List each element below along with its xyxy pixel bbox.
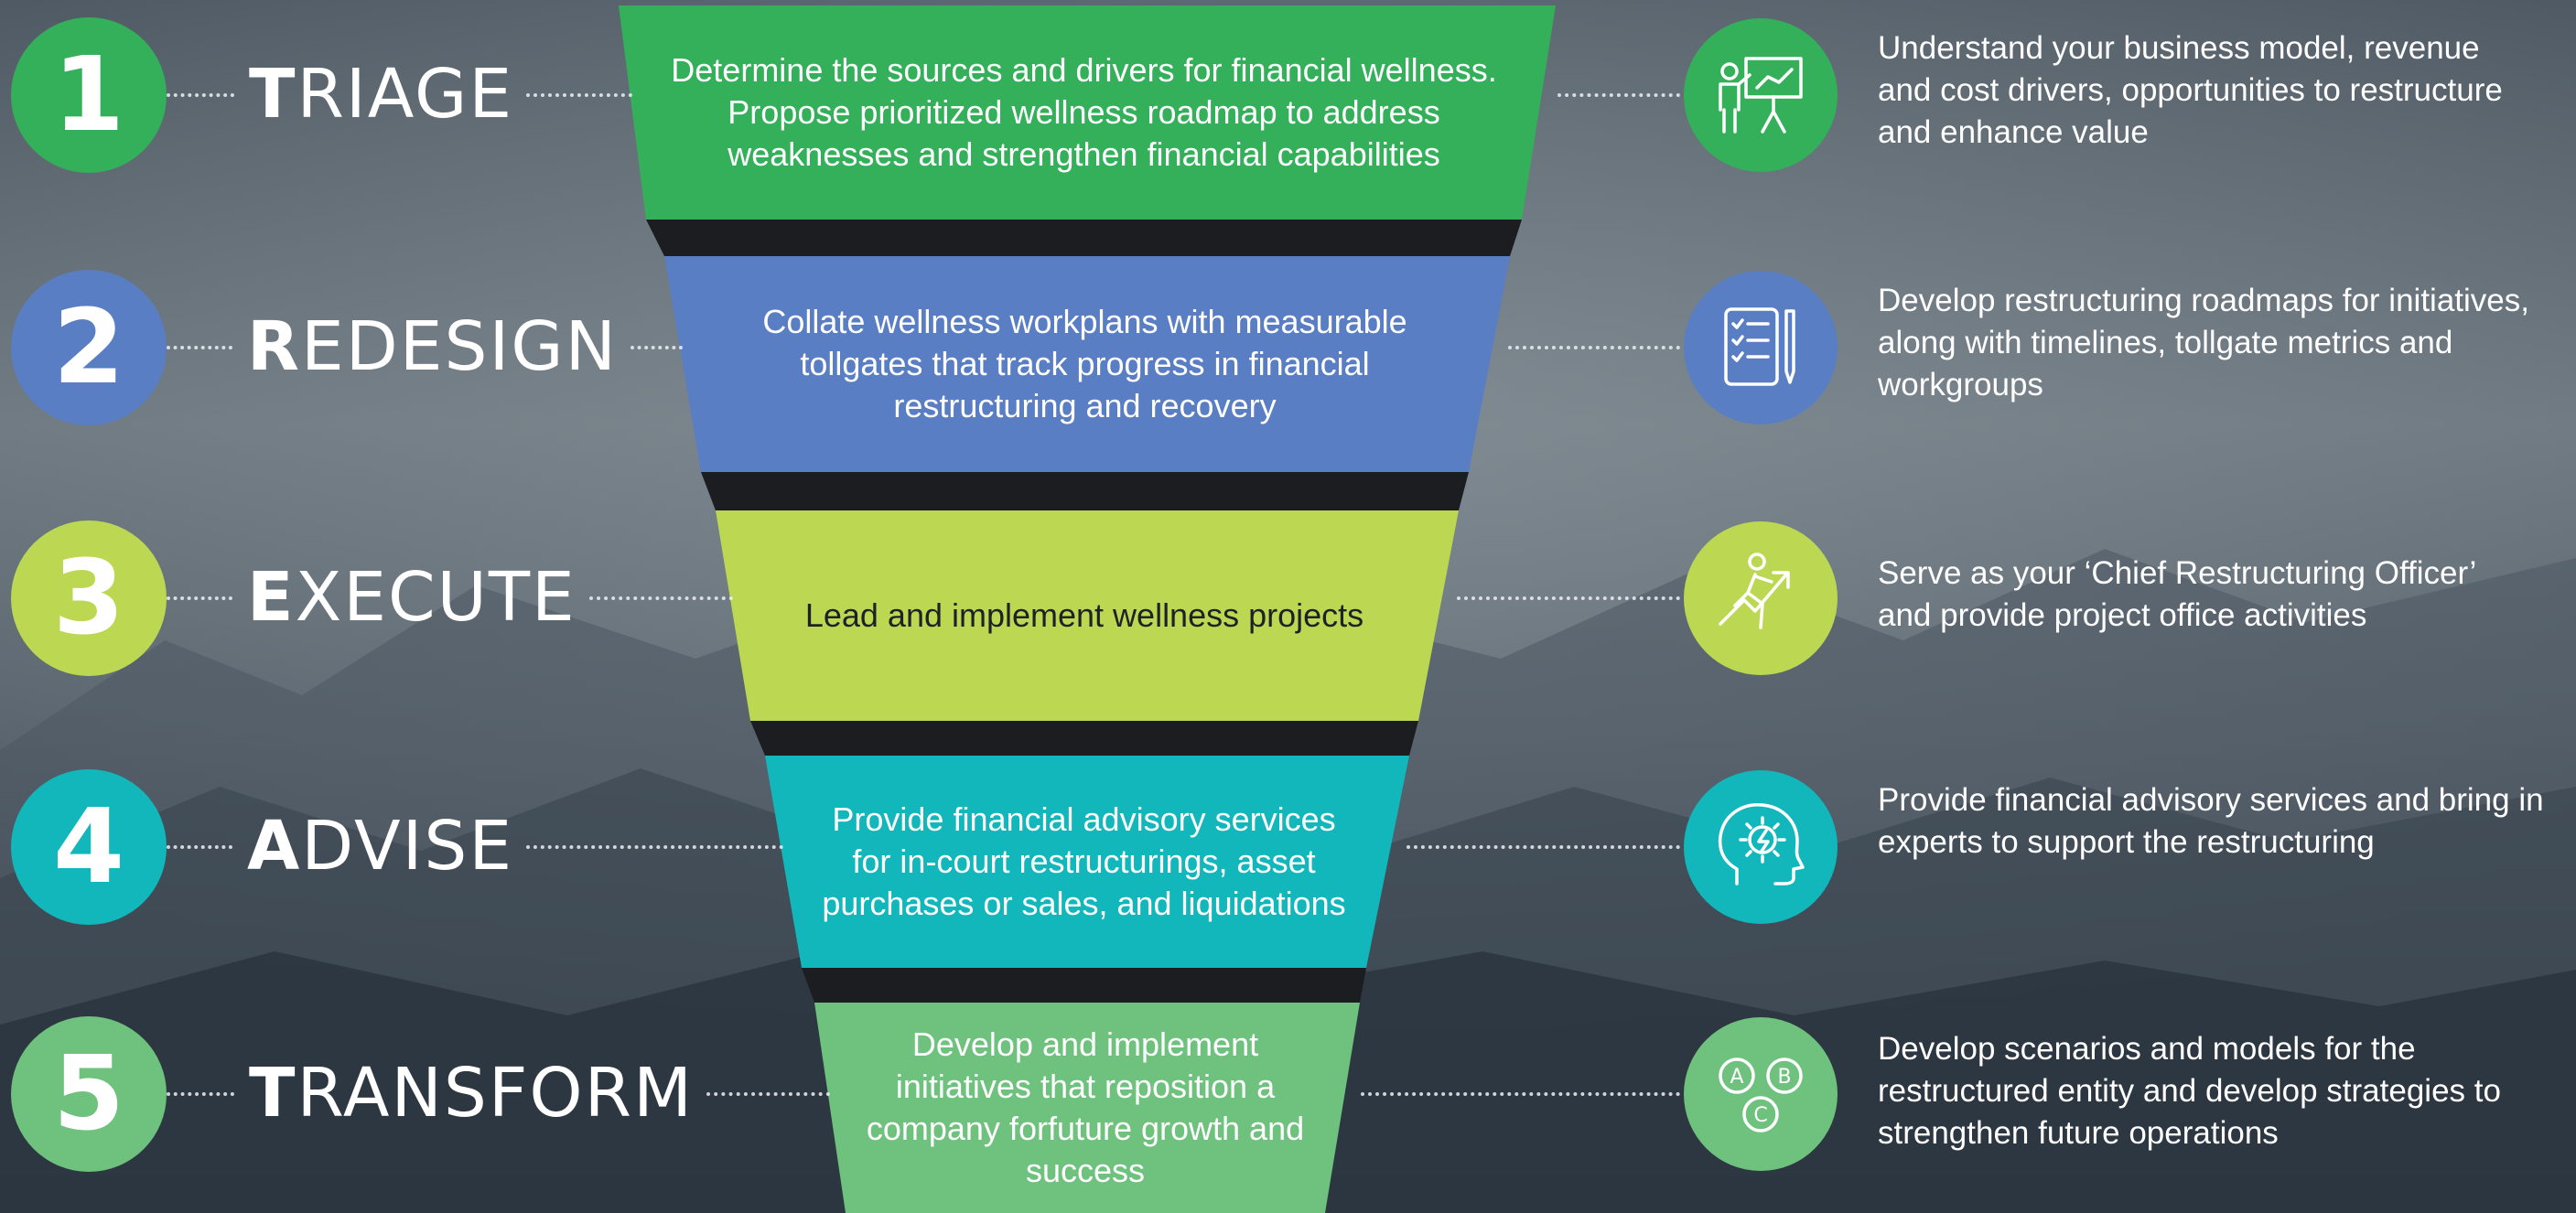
funnel-text-content-4: Provide financial advisory services for …	[822, 800, 1346, 922]
person-growth-arrow-icon	[1684, 521, 1838, 675]
abc-glyph: A BC	[1719, 1057, 1803, 1132]
step-title-rest-2: EDESIGN	[300, 307, 618, 386]
step-title-rest-3: XECUTE	[295, 558, 577, 637]
step-number-circle-5: 5	[11, 1016, 167, 1172]
funnel-text-2: Collate wellness workplans with measurab…	[716, 256, 1454, 472]
step-title-initial-2: R	[247, 307, 301, 386]
step-title-1: TRIAGE	[249, 53, 513, 135]
funnel-band-5	[814, 1003, 1360, 1213]
step-title-rest-1: RIAGE	[296, 55, 514, 134]
checklist-pen-icon	[1684, 271, 1838, 424]
funnel-text-content-3: Lead and implement wellness projects	[804, 596, 1364, 634]
connector-mid-3	[589, 596, 733, 600]
funnel-shadow-3	[750, 721, 1418, 756]
connector-left-5	[167, 1092, 234, 1096]
connector-mid-2	[631, 346, 683, 349]
step-title-2: REDESIGN	[247, 306, 618, 388]
connector-mid-4	[526, 845, 783, 849]
funnel-text-1: Determine the sources and drivers for fi…	[661, 5, 1507, 220]
connector-mid-5	[706, 1092, 830, 1096]
step-number-circle-1: 1	[11, 17, 167, 173]
step-title-5: TRANSFORM	[249, 1052, 694, 1134]
svg-text:A: A	[1730, 1066, 1743, 1089]
funnel-text-content-1: Determine the sources and drivers for fi…	[671, 51, 1497, 173]
headgear-glyph	[1718, 803, 1805, 886]
funnel-shadow-1	[646, 220, 1522, 256]
connector-left-2	[167, 346, 232, 349]
funnel-band-2	[664, 256, 1510, 472]
head-gear-icon	[1684, 770, 1838, 924]
step-number-circle-4: 4	[11, 769, 167, 925]
step-title-4: ADVISE	[247, 805, 513, 887]
funnel-text-4: Provide financial advisory services for …	[816, 756, 1352, 968]
funnel-text-5: Develop and implement initiatives that r…	[860, 1003, 1310, 1213]
connector-mid-1	[526, 93, 632, 97]
presentation-board-icon	[1684, 18, 1838, 172]
funnel-shadow-2	[701, 472, 1469, 510]
step-title-rest-5: RANSFORM	[296, 1054, 694, 1132]
step-description-1: Understand your business model, revenue …	[1878, 30, 2503, 150]
funnel-text-content-2: Collate wellness workplans with measurab…	[762, 303, 1407, 424]
funnel-band-1	[619, 5, 1556, 220]
step-title-initial-4: A	[247, 807, 302, 886]
checklist-glyph	[1724, 307, 1795, 386]
step-number-circle-3: 3	[11, 521, 167, 676]
growth-glyph	[1719, 553, 1790, 629]
step-title-initial-3: E	[247, 558, 296, 637]
presentation-glyph	[1719, 57, 1803, 134]
connector-right-4	[1406, 845, 1680, 849]
step-title-initial-1: T	[249, 55, 297, 134]
step-title-initial-5: T	[249, 1054, 297, 1132]
step-title-3: EXECUTE	[247, 556, 577, 639]
step-description-3: Serve as your ‘Chief Restructuring Offic…	[1878, 555, 2475, 633]
funnel-text-3: Lead and implement wellness projects	[765, 510, 1404, 721]
svg-text:B: B	[1777, 1066, 1791, 1089]
step-title-rest-4: DVISE	[301, 807, 514, 886]
svg-text:C: C	[1753, 1104, 1767, 1127]
funnel-shadow-4	[802, 968, 1366, 1003]
connector-right-3	[1457, 596, 1680, 600]
funnel-band-3	[716, 510, 1459, 721]
connector-left-1	[167, 93, 234, 97]
connector-right-5	[1361, 1092, 1680, 1096]
connector-right-2	[1507, 346, 1680, 349]
step-number-circle-2: 2	[11, 270, 167, 425]
funnel-band-4	[765, 756, 1409, 968]
step-description-5: Develop scenarios and models for the res…	[1878, 1031, 2501, 1151]
step-description-4: Provide financial advisory services and …	[1878, 782, 2544, 860]
connector-left-3	[167, 596, 232, 600]
step-description-2: Develop restructuring roadmaps for initi…	[1878, 283, 2529, 403]
funnel-text-content-5: Develop and implement initiatives that r…	[866, 1025, 1305, 1189]
connector-left-4	[167, 845, 232, 849]
connector-right-1	[1557, 93, 1680, 97]
